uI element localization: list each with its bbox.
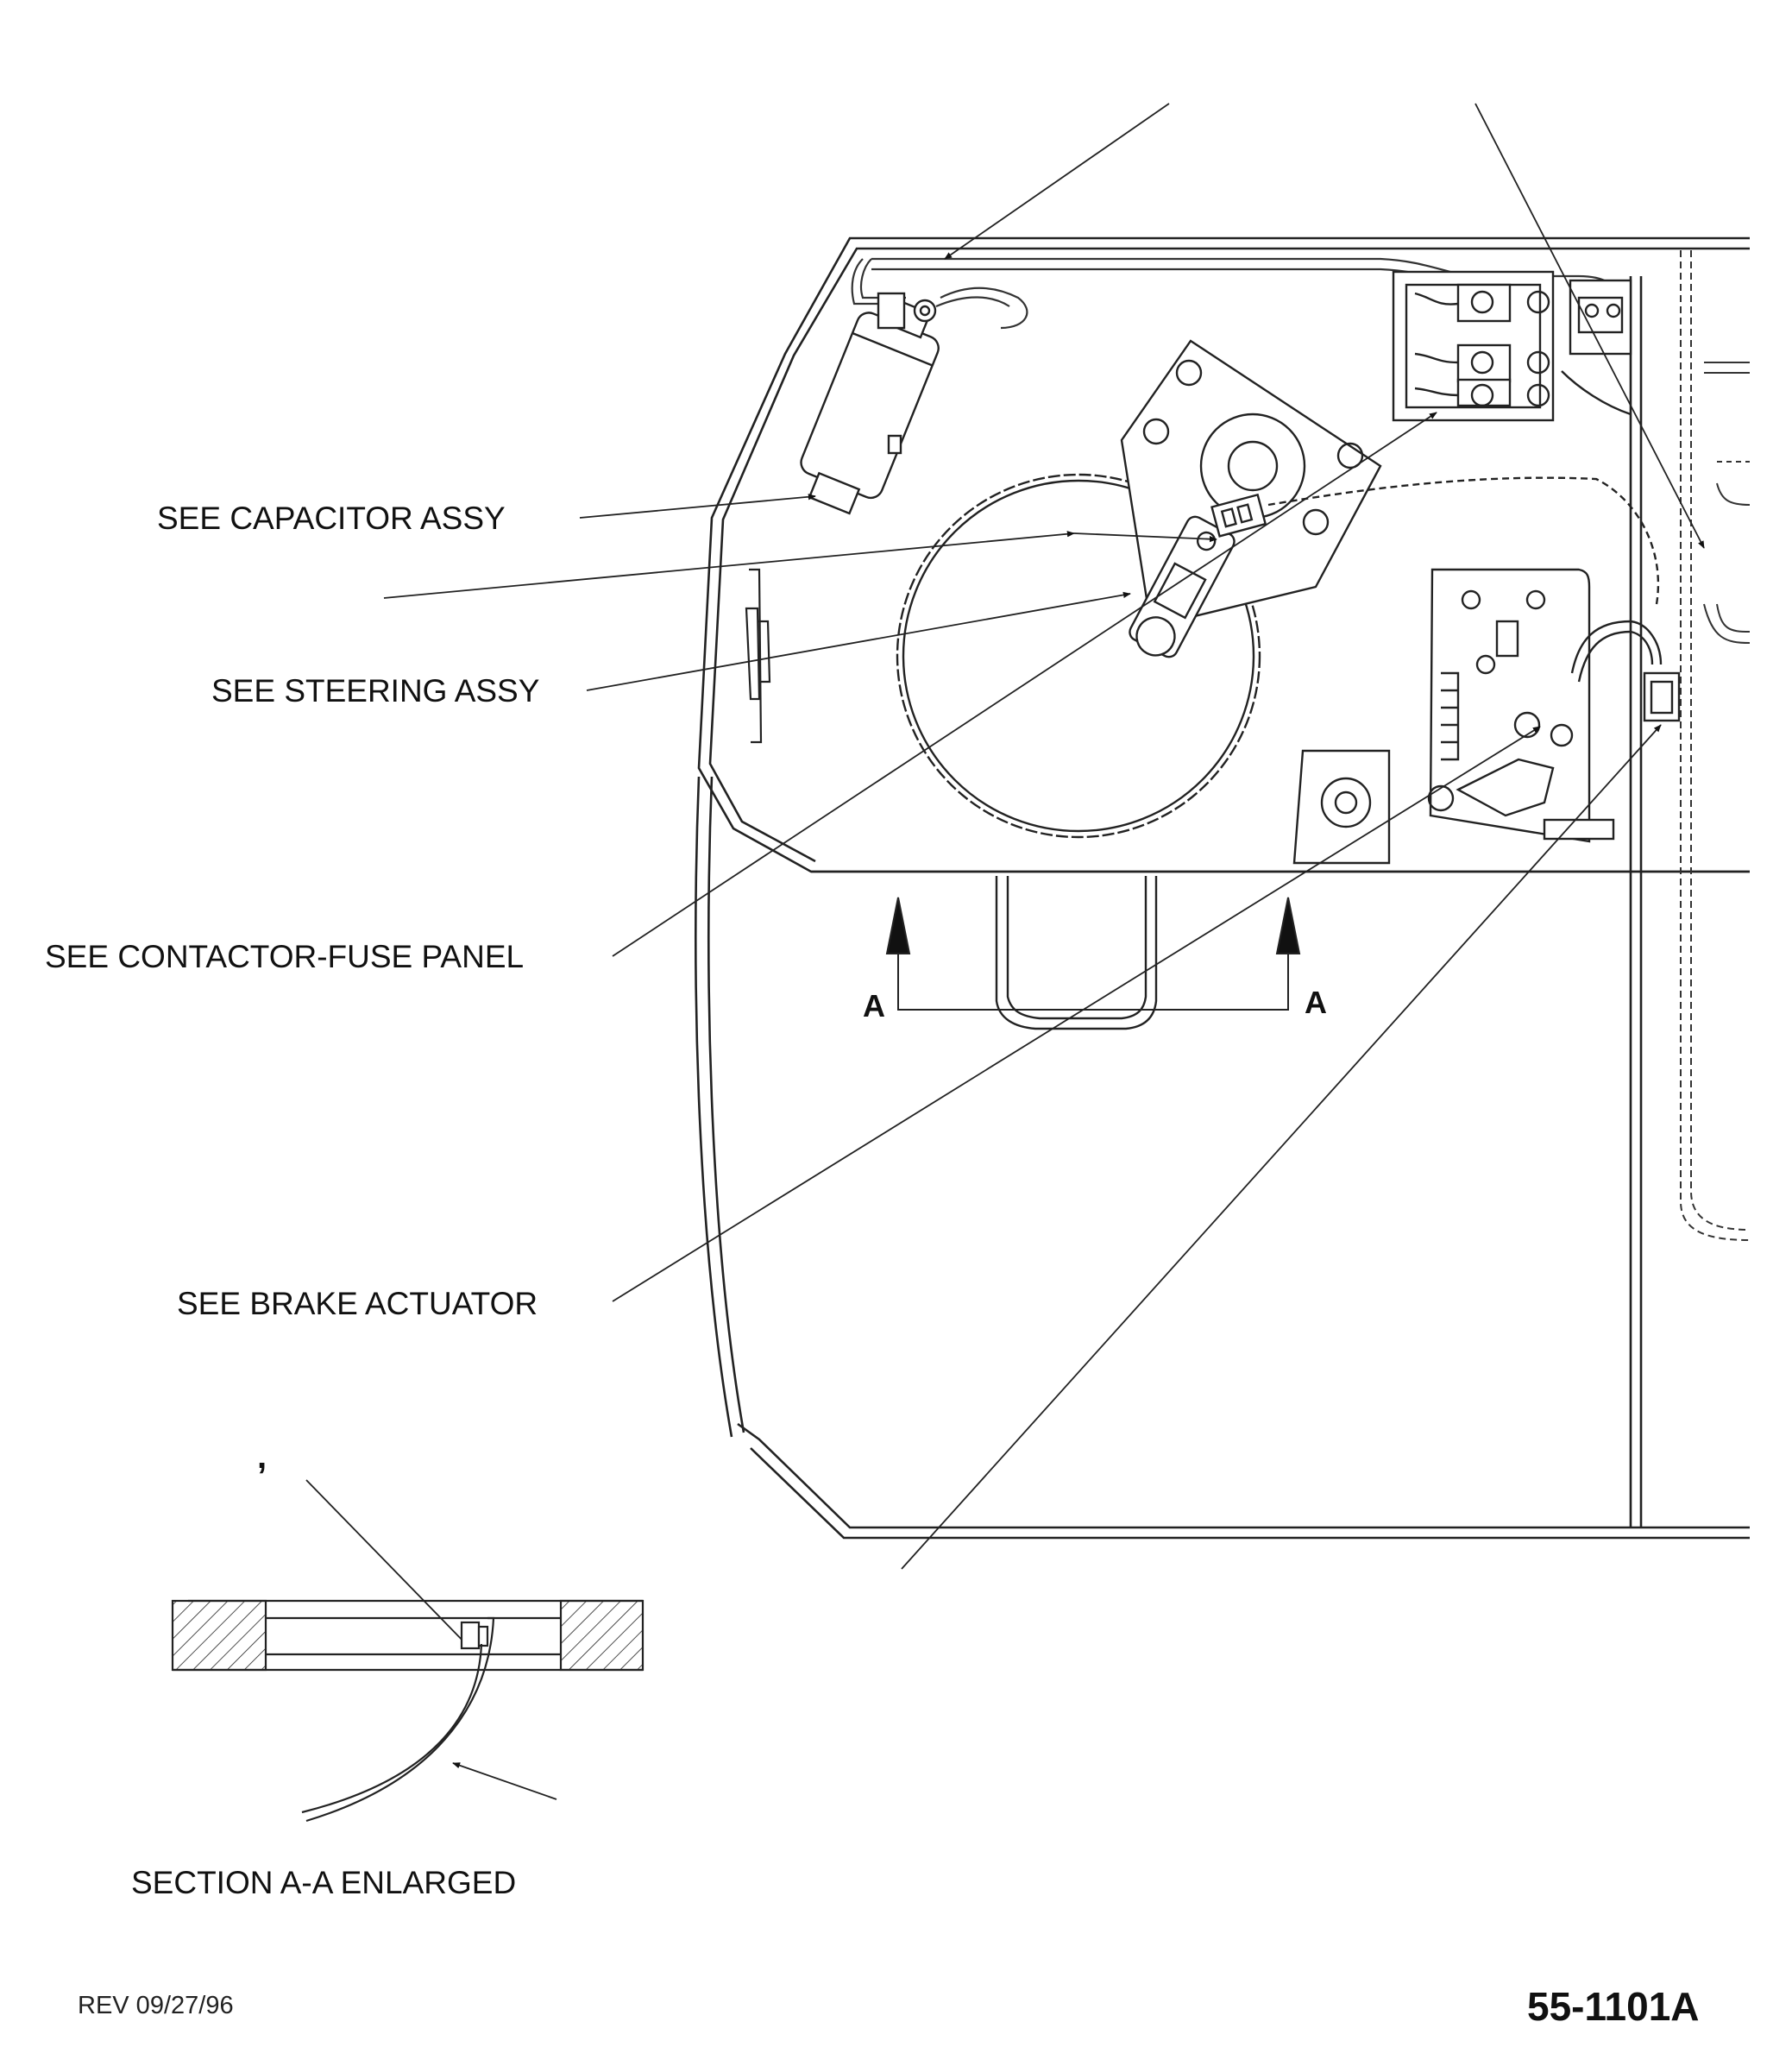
steering-callout: SEE STEERING ASSY — [211, 673, 540, 709]
body-outline — [695, 236, 1750, 1540]
leader-lines — [305, 103, 1705, 1800]
section-letter-right: A — [1305, 985, 1327, 1020]
stray-mark: , — [257, 1438, 267, 1476]
section-title: SECTION A-A ENLARGED — [131, 1865, 517, 1900]
brake-callout: SEE BRAKE ACTUATOR — [177, 1286, 538, 1321]
section-letter-left: A — [863, 988, 885, 1024]
right-harness — [1680, 250, 1751, 1241]
section-detail — [171, 1599, 644, 1823]
brake-actuator — [1292, 568, 1681, 865]
side-bracket — [745, 568, 771, 744]
handle-cutout — [995, 876, 1158, 1030]
contactor-fuse-panel — [1392, 270, 1632, 422]
contactor-callout: SEE CONTACTOR-FUSE PANEL — [45, 939, 525, 974]
steering-assembly — [896, 339, 1660, 839]
revision-date: REV 09/27/96 — [78, 1992, 234, 2019]
drawing-number: 55-1101A — [1527, 1984, 1700, 2029]
capacitor-callout: SEE CAPACITOR ASSY — [157, 501, 506, 536]
capacitor-assembly — [800, 292, 940, 515]
section-cut-line — [885, 897, 1301, 1011]
